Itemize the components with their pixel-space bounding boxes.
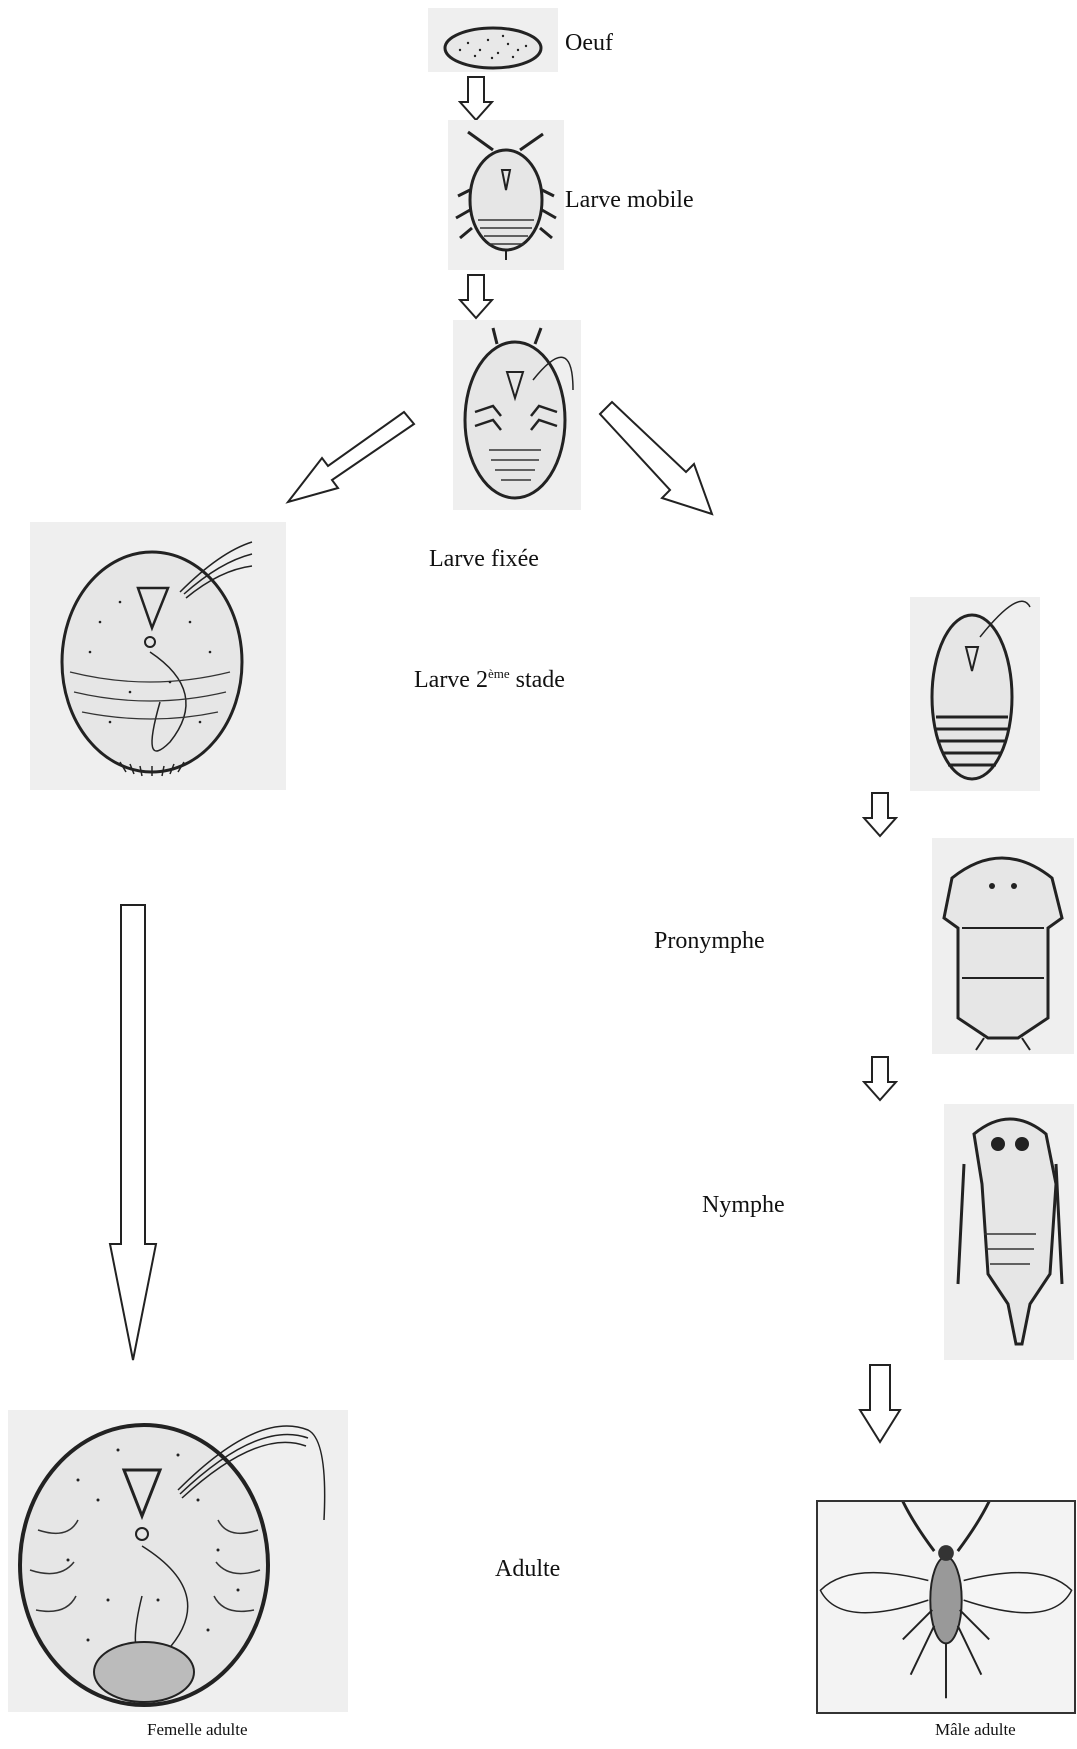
male-larva-illustration <box>910 597 1040 791</box>
second-instar-illustration <box>30 522 286 790</box>
caption-male-adult: Mâle adulte <box>935 1720 1016 1740</box>
arrow-down-icon <box>458 76 494 122</box>
crawler-illustration <box>448 120 564 270</box>
label-pronymph: Pronymphe <box>654 928 765 955</box>
female-adult-illustration <box>8 1410 348 1712</box>
label-second-instar-sup: ème <box>488 666 510 681</box>
arrow-down-icon <box>458 274 494 320</box>
label-second-instar-suffix: stade <box>510 667 565 693</box>
nymph-illustration <box>944 1104 1074 1360</box>
arrow-down-icon <box>862 792 898 838</box>
settled-larva-illustration <box>453 320 581 510</box>
label-mobile-larva: Larve mobile <box>565 187 694 214</box>
label-second-instar: Larve 2ème stade <box>414 666 565 694</box>
egg-illustration <box>428 8 558 72</box>
caption-female-adult: Femelle adulte <box>147 1720 248 1740</box>
arrow-down-long-icon <box>108 904 158 1364</box>
label-fixed-larva: Larve fixée <box>429 546 539 573</box>
arrow-down-right-icon <box>594 400 724 520</box>
male-adult-illustration <box>816 1500 1076 1714</box>
label-egg: Oeuf <box>565 30 613 57</box>
pronymph-illustration <box>932 838 1074 1054</box>
arrow-down-icon <box>862 1056 898 1102</box>
label-adult: Adulte <box>495 1556 560 1583</box>
arrow-down-left-icon <box>282 410 422 510</box>
arrow-down-icon <box>858 1364 902 1444</box>
label-second-instar-prefix: Larve 2 <box>414 667 488 693</box>
label-nymph: Nymphe <box>702 1192 785 1219</box>
